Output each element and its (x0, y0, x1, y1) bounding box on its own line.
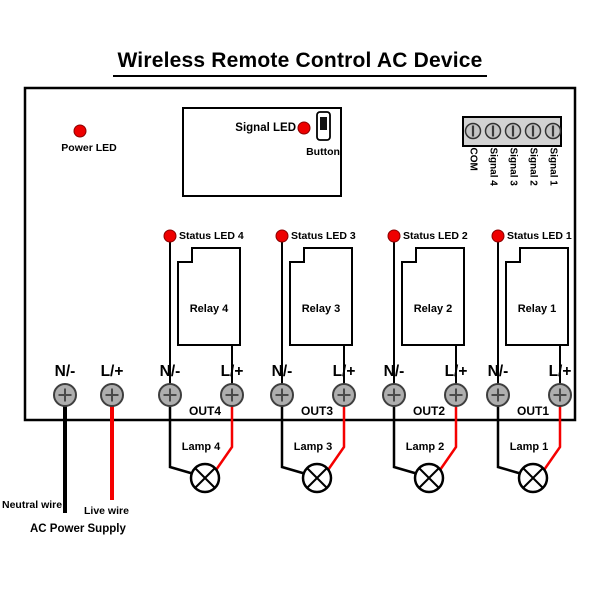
relay2-body (401, 247, 465, 346)
lamp2-live-wire (438, 395, 458, 471)
ac-power-supply-label: AC Power Supply (30, 523, 126, 535)
out2-label: OUT2 (412, 404, 445, 418)
out2-n-label: N/- (383, 363, 405, 380)
lamp3-label: Lamp 3 (293, 441, 333, 453)
lamp3-neutral-wire (280, 395, 307, 476)
relay1-label: Relay 1 (517, 303, 557, 315)
button-label: Button (306, 146, 340, 158)
terminal-label-signal2: Signal 2 (527, 147, 539, 186)
relay4-label: Relay 4 (189, 303, 229, 315)
out3-label: OUT3 (300, 404, 333, 418)
status-led-3 (275, 229, 289, 243)
lamp3-live-wire (326, 395, 346, 471)
status-led1-label: Status LED 1 (507, 230, 572, 242)
terminal-label-com: COM (467, 147, 479, 171)
power-led (73, 124, 87, 138)
neutral-wire-label: Neutral wire (2, 499, 63, 511)
out4-l-label: L/+ (220, 363, 244, 380)
out1-l-label: L/+ (548, 363, 572, 380)
lamp-cross-line (522, 467, 544, 489)
power-l-label: L/+ (100, 363, 124, 380)
out1-n-label: N/- (487, 363, 509, 380)
status-led-2 (387, 229, 401, 243)
lamp-cross-line (194, 467, 216, 489)
out4-label: OUT4 (188, 404, 221, 418)
relay3-body (289, 247, 353, 346)
signal-module-box (182, 107, 342, 197)
lamp-cross-line (418, 467, 440, 489)
page-title: Wireless Remote Control AC Device (113, 49, 487, 77)
lamp-cross-line (306, 467, 328, 489)
out1-label: OUT1 (516, 404, 549, 418)
signal-led (297, 121, 311, 135)
status-led3-label: Status LED 3 (291, 230, 356, 242)
out2-l-label: L/+ (444, 363, 468, 380)
button-icon-cap (320, 117, 327, 130)
terminal-label-signal3: Signal 3 (507, 147, 519, 186)
signal-led-label: Signal LED (235, 122, 296, 134)
lamp4-neutral-wire (168, 395, 195, 476)
terminal-label-signal4: Signal 4 (487, 147, 499, 186)
terminal-label-signal1: Signal 1 (547, 147, 559, 186)
out3-l-label: L/+ (332, 363, 356, 380)
lamp1-live-wire (542, 395, 562, 471)
status-led-1 (491, 229, 505, 243)
relay2-label: Relay 2 (413, 303, 453, 315)
relay4-body (177, 247, 241, 346)
power-led-label: Power LED (61, 142, 117, 154)
title-row: Wireless Remote Control AC Device (0, 49, 600, 77)
power-n-label: N/- (54, 363, 76, 380)
status-led2-label: Status LED 2 (403, 230, 468, 242)
out4-n-label: N/- (159, 363, 181, 380)
lamp2-neutral-wire (392, 395, 419, 476)
status-led-4 (163, 229, 177, 243)
status-led4-label: Status LED 4 (179, 230, 244, 242)
lamp2-label: Lamp 2 (405, 441, 445, 453)
relay1-body (505, 247, 569, 346)
lamp1-label: Lamp 1 (509, 441, 549, 453)
relay3-label: Relay 3 (301, 303, 341, 315)
live-wire-label: Live wire (84, 505, 129, 517)
device-enclosure (23, 86, 577, 422)
lamp4-label: Lamp 4 (181, 441, 221, 453)
lamp4-live-wire (214, 395, 234, 471)
lamp1-neutral-wire (496, 395, 523, 476)
out3-n-label: N/- (271, 363, 293, 380)
